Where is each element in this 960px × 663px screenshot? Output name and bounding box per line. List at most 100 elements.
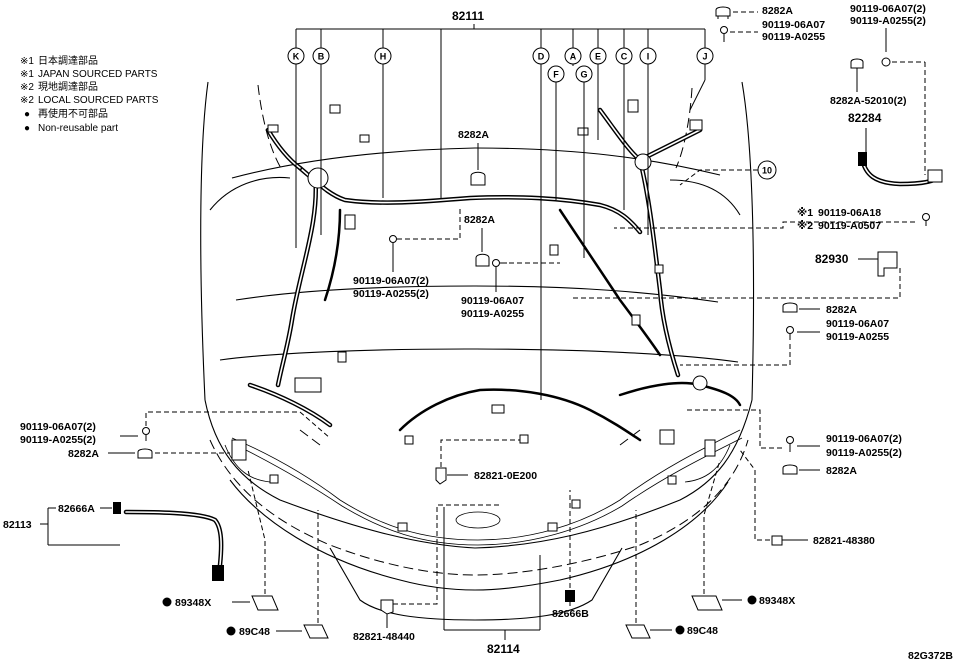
non-reusable-marker [226,626,236,636]
callout-k: K [287,47,305,65]
diagram-code: 82G372B [908,650,953,662]
right-clip-mid: 8282A 90119-06A07 90119-A0255 [680,302,889,366]
sub-harness-82284: 90119-06A07(2) 90119-A0255(2) 8282A-5201… [830,3,943,187]
callout-d-label: D [538,52,545,62]
legend-marker-2: ※1 [20,69,34,80]
bolt-icon [492,259,500,267]
legend-marker-6: ● [24,123,30,134]
label-screw-j: 90119-A0507 [818,220,881,232]
connector [337,351,347,363]
main-harness-82111 [231,99,743,546]
callout-b-label: B [318,52,325,62]
callout-f: F [547,65,565,83]
legend-marker-4: ※2 [20,95,34,106]
legend-text-1: 日本調達部品 [38,54,98,67]
clamp-icon [435,467,447,485]
callout-e: E [589,47,607,65]
label-82284: 82284 [848,111,882,125]
bolt-icon [922,213,930,221]
label-8282a-right-low: 8282A [826,465,857,477]
center-fasteners: 8282A 8282A 90119-06A07 90119-A0255 9011… [353,129,560,320]
connector [269,474,279,484]
clip-icon [850,58,864,69]
label-screw-center: 90119-A0255 [461,308,524,320]
callout-i-label: I [647,52,650,62]
bottom-center: 82821-48440 82666B 82114 [353,490,589,656]
label-89c48-right: 89C48 [687,625,718,637]
bottom-right-brackets: 89348X 89C48 [625,459,795,639]
connector [547,522,558,532]
legend-text-4: LOCAL SOURCED PARTS [38,95,159,106]
bolt-icon [720,26,728,34]
non-reusable-marker [747,595,757,605]
clamp-82821-0e200: 82821-0E200 [435,439,537,485]
label-screw-left-center: 90119-A0255(2) [353,288,429,300]
grommet [634,153,652,171]
right-mid-fasteners: ※1 90119-06A18 ※2 90119-A0507 82930 [570,207,930,299]
bottom-left-brackets: 89348X 89C48 [162,469,329,639]
label-bolt-left: 90119-06A07(2) [20,421,96,433]
label-bolt-j: 90119-06A18 [818,207,881,219]
callout-i: I [639,47,657,65]
connector-block [659,429,675,445]
bracket-icon [691,595,723,611]
callout-b: B [312,47,330,65]
label-bolt-top: 90119-06A07 [762,19,825,31]
bolt-icon [881,57,891,67]
label-bolt-right-mid: 90119-06A07 [826,318,889,330]
label-82113: 82113 [3,519,32,531]
connector [549,244,559,256]
callout-h-label: H [380,52,387,62]
engine-bay-outline [200,81,755,621]
clip-icon [475,253,490,267]
clip-icon [715,6,731,17]
label-screw-right-low: 90119-A0255(2) [826,447,902,459]
label-bolt-right-low: 90119-06A07(2) [826,433,902,445]
label-marker-j2: ※2 [797,220,813,232]
connector [654,264,664,274]
connector [631,314,641,326]
label-screw-82284: 90119-A0255(2) [850,15,926,27]
label-bolt-82284: 90119-06A07(2) [850,3,926,15]
callout-j-label: J [702,52,707,62]
label-82111: 82111 [452,9,484,23]
connector [404,435,414,445]
label-8282a-top: 8282A [762,5,793,17]
legend-text-2: JAPAN SOURCED PARTS [38,69,158,80]
non-reusable-marker [675,625,685,635]
label-82821-48440: 82821-48440 [353,631,415,643]
label-screw-left: 90119-A0255(2) [20,434,96,446]
grommet [692,375,708,391]
right-clip-low: 90119-06A07(2) 90119-A0255(2) 8282A [685,409,902,477]
legend-marker-5: ● [24,109,30,120]
bolt-icon [142,427,150,435]
connector [667,475,677,485]
main-harness-leader: 82111 K B H [287,9,777,400]
bracket-icon [251,595,279,611]
label-8282a-left: 8282A [68,448,99,460]
label-clip-set: 8282A-52010(2) [830,95,906,107]
connector [344,214,356,230]
connector [689,119,703,131]
bolt-icon [389,235,397,243]
connector [491,404,505,414]
callout-c-label: C [621,52,628,62]
connector [927,169,943,183]
legend-text-3: 現地調達部品 [38,80,98,93]
grommet-icon [113,502,121,514]
connector [858,152,867,166]
callout-g: G [575,65,593,83]
connector [267,124,279,133]
callout-c: C [615,47,633,65]
label-screw-right-mid: 90119-A0255 [826,331,889,343]
connector [577,127,589,136]
connector [359,134,370,143]
clip-icon [782,464,798,475]
clamp-icon [380,599,394,615]
legend-text-5: 再使用不可部品 [38,107,108,120]
bracket-icon [625,624,651,639]
connector [519,434,529,444]
legend: ※1 日本調達部品 ※1 JAPAN SOURCED PARTS ※2 現地調達… [20,54,159,134]
label-marker-j1: ※1 [797,207,813,219]
